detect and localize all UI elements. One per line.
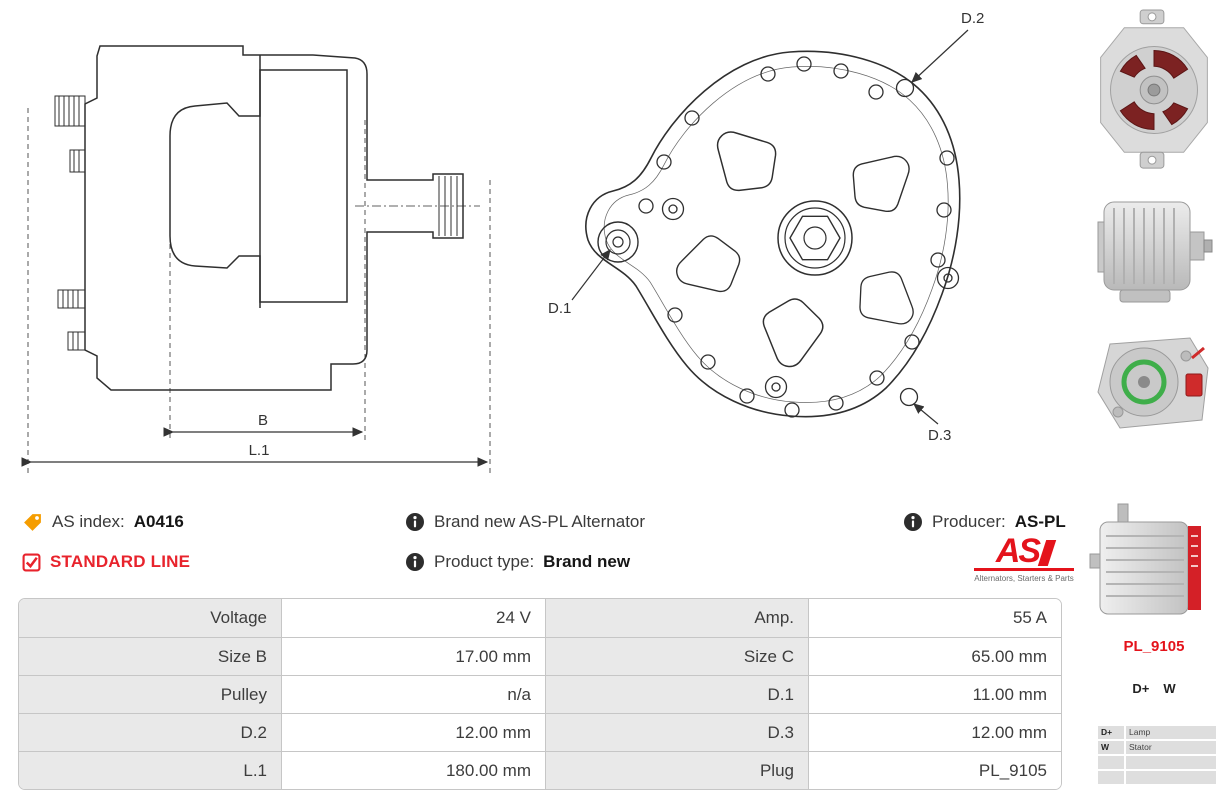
dimension-l1-label: L.1 — [249, 442, 270, 459]
aspl-logo-tagline: Alternators, Starters & Parts — [974, 574, 1074, 583]
producer-value: AS-PL — [1014, 512, 1066, 531]
spec-value: 24 V — [281, 599, 545, 637]
checkbox-icon — [22, 553, 41, 572]
brand-new-row: Brand new AS-PL Alternator — [405, 510, 645, 534]
spec-value: PL_9105 — [808, 751, 1061, 789]
legend-term — [1098, 756, 1124, 769]
product-photo-side — [1097, 201, 1213, 303]
spec-value: 17.00 mm — [281, 637, 545, 675]
legend-desc — [1126, 756, 1216, 769]
dimension-b-label: B — [258, 412, 268, 429]
spec-label: Size C — [545, 637, 808, 675]
legend-row — [1098, 756, 1216, 769]
spec-label: D.3 — [545, 713, 808, 751]
d1-callout-label: D.1 — [548, 300, 571, 317]
product-type-value: Brand new — [543, 552, 631, 571]
terminal-markings: D+ W — [1090, 681, 1218, 696]
standard-line-row: STANDARD LINE — [22, 550, 190, 574]
aspl-logo-text: AS — [995, 532, 1041, 570]
aspl-logo: AS Alternators, Starters & Parts — [972, 532, 1076, 583]
side-view-diagram: B L.1 — [21, 45, 491, 473]
spec-label: D.2 — [19, 713, 281, 751]
plug-code-label: PL_9105 — [1123, 638, 1185, 655]
bolt-holes — [638, 56, 960, 418]
d3-hole — [899, 387, 919, 407]
brand-new-text: Brand new AS-PL Alternator — [434, 512, 646, 531]
terminal-dplus: D+ — [1132, 681, 1150, 696]
standard-line-label: STANDARD LINE — [50, 552, 191, 571]
spec-value: 65.00 mm — [808, 637, 1061, 675]
d1-mount-hole — [597, 221, 639, 263]
front-view-diagram: D.2 D.1 D.3 — [548, 10, 984, 444]
spec-table: Voltage 24 V Amp. 55 A Size B 17.00 mm S… — [18, 598, 1062, 790]
product-type-row: Product type: Brand new — [405, 550, 630, 574]
legend-row: W Stator — [1098, 741, 1216, 754]
legend-term: D+ — [1098, 726, 1124, 739]
spec-label: L.1 — [19, 751, 281, 789]
legend-row: D+ Lamp — [1098, 726, 1216, 739]
legend-desc — [1126, 771, 1216, 784]
legend-desc: Stator — [1126, 741, 1216, 754]
legend-term — [1098, 771, 1124, 784]
vent-cutouts — [675, 131, 914, 368]
as-pl-label-strip — [1188, 526, 1201, 610]
as-index-label: AS index: — [52, 512, 125, 531]
spec-value: 11.00 mm — [808, 675, 1061, 713]
spec-label: Size B — [19, 637, 281, 675]
product-photo-rear — [1100, 9, 1208, 169]
legend-desc: Lamp — [1126, 726, 1216, 739]
producer-row: Producer: AS-PL — [903, 510, 1066, 534]
spec-label: Voltage — [19, 599, 281, 637]
as-index-row: AS index: A0416 — [22, 510, 184, 534]
spec-value: 12.00 mm — [281, 713, 545, 751]
spec-label: Pulley — [19, 675, 281, 713]
tag-icon — [22, 512, 43, 533]
spec-value: 180.00 mm — [281, 751, 545, 789]
spec-label: Plug — [545, 751, 808, 789]
info-icon — [405, 512, 425, 532]
center-shaft-nut — [777, 200, 853, 276]
product-photo-label-side — [1089, 503, 1201, 615]
as-index-value: A0416 — [133, 512, 184, 531]
spec-value: 12.00 mm — [808, 713, 1061, 751]
info-icon — [903, 512, 923, 532]
info-icon — [405, 552, 425, 572]
spec-label: D.1 — [545, 675, 808, 713]
green-ring-marking — [1121, 359, 1167, 405]
product-type-label: Product type: — [434, 552, 535, 571]
terminal-w: W — [1163, 681, 1176, 696]
producer-label: Producer: — [932, 512, 1006, 531]
d3-callout-label: D.3 — [928, 427, 951, 444]
product-photo-front — [1097, 337, 1209, 429]
legend-term: W — [1098, 741, 1124, 754]
terminal-legend-table: D+ Lamp W Stator — [1098, 726, 1216, 786]
alternator-side-outline — [84, 45, 480, 391]
mounting-studs — [54, 95, 86, 351]
d2-hole — [895, 78, 915, 98]
spec-value: n/a — [281, 675, 545, 713]
spec-value: 55 A — [808, 599, 1061, 637]
spec-label: Amp. — [545, 599, 808, 637]
alternator-front-outline — [585, 50, 961, 418]
aspl-logo-flag — [1037, 540, 1057, 566]
red-terminal — [1185, 373, 1203, 397]
d2-callout-label: D.2 — [961, 10, 984, 27]
legend-row — [1098, 771, 1216, 784]
aspl-logo-rule — [974, 568, 1074, 571]
